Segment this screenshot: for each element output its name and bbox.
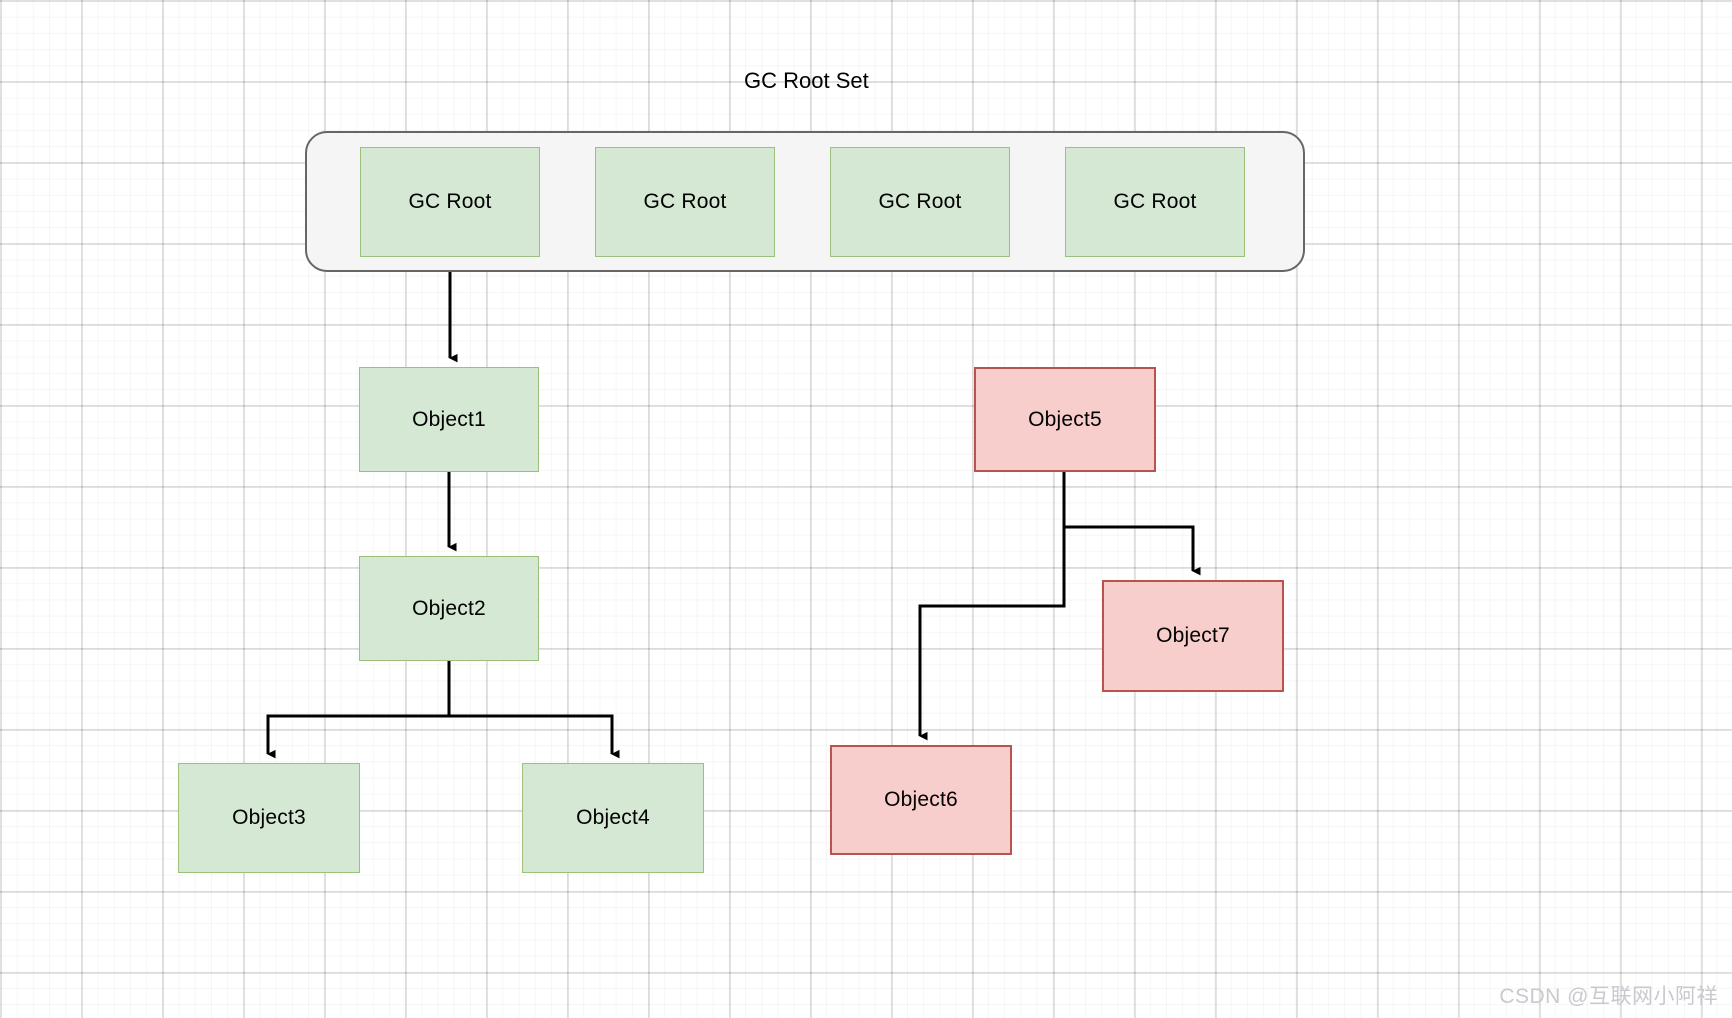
edge-object5-to-object6	[918, 472, 1066, 741]
gc-root-box-1[interactable]: GC Root	[360, 147, 540, 257]
node-object6[interactable]: Object6	[830, 745, 1012, 855]
node-object2[interactable]: Object2	[359, 556, 539, 661]
edge-object2-to-object4	[447, 661, 620, 759]
page-title: GC Root Set	[744, 68, 869, 93]
node-object3[interactable]: Object3	[178, 763, 360, 873]
node-object1[interactable]: Object1	[359, 367, 539, 472]
gc-root-box-2[interactable]: GC Root	[595, 147, 775, 257]
node-object7[interactable]: Object7	[1102, 580, 1284, 692]
gc-root-box-4[interactable]: GC Root	[1065, 147, 1245, 257]
edge-object2-to-object3	[266, 661, 451, 759]
watermark: CSDN @互联网小阿祥	[1499, 985, 1718, 1008]
gc-root-box-3[interactable]: GC Root	[830, 147, 1010, 257]
edge-object5-to-object7	[1062, 472, 1201, 576]
node-object5[interactable]: Object5	[974, 367, 1156, 472]
node-object4[interactable]: Object4	[522, 763, 704, 873]
